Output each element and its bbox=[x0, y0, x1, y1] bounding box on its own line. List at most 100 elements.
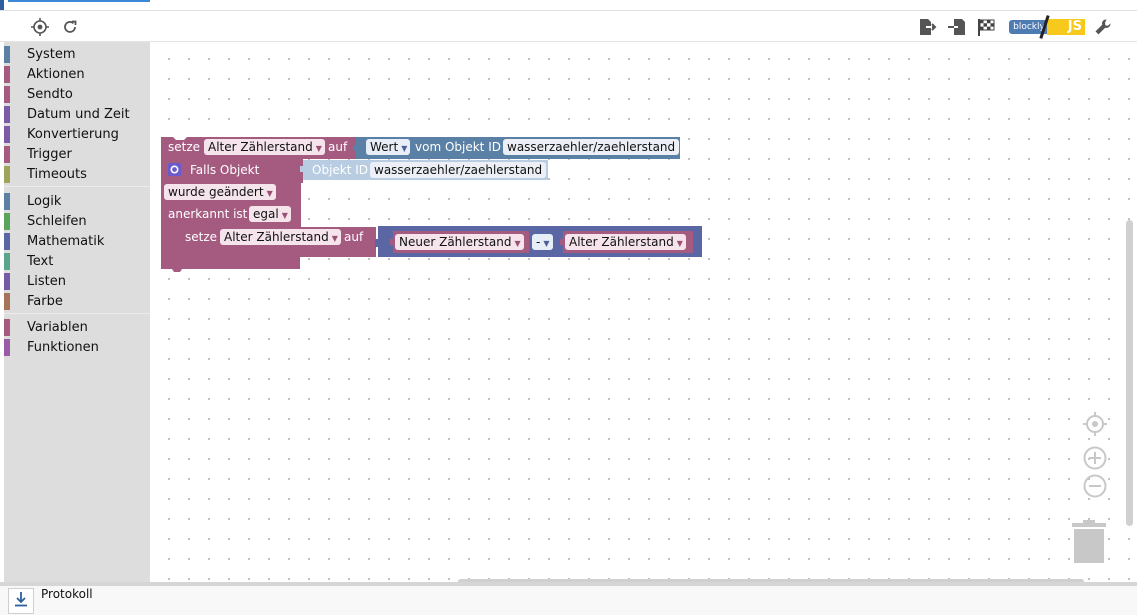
block-shapes bbox=[161, 137, 702, 272]
set2-variable-dropdown[interactable]: Alter Zählerstand▼ bbox=[220, 229, 341, 245]
category-mathematik[interactable]: Mathematik bbox=[4, 232, 150, 250]
category-funktionen[interactable]: Funktionen bbox=[4, 338, 150, 356]
wert-dropdown[interactable]: Wert▼ bbox=[366, 139, 411, 155]
category-color-bar bbox=[4, 105, 10, 123]
category-farbe[interactable]: Farbe bbox=[4, 292, 150, 310]
chevron-down-icon: ▼ bbox=[401, 144, 408, 153]
category-separator bbox=[4, 186, 150, 187]
category-variablen[interactable]: Variablen bbox=[4, 318, 150, 336]
toolbar: blockly JS bbox=[0, 10, 1137, 42]
workspace-vertical-scrollbar[interactable] bbox=[1126, 220, 1133, 526]
category-color-bar bbox=[4, 125, 10, 143]
category-label: Konvertierung bbox=[27, 126, 119, 142]
category-color-bar bbox=[4, 45, 10, 63]
set1-setze-label: setze bbox=[168, 140, 201, 154]
chevron-down-icon: ▼ bbox=[543, 239, 550, 248]
chevron-down-icon: ▼ bbox=[281, 211, 288, 220]
category-datum-und-zeit[interactable]: Datum und Zeit bbox=[4, 105, 150, 123]
import-icon[interactable] bbox=[945, 15, 969, 39]
category-separator bbox=[4, 313, 150, 314]
mode-blockly-label: blockly bbox=[1009, 20, 1049, 34]
wrench-icon[interactable] bbox=[1091, 15, 1115, 39]
category-color-bar bbox=[4, 192, 10, 210]
set2-setze-label: setze bbox=[185, 230, 218, 244]
category-timeouts[interactable]: Timeouts bbox=[4, 165, 150, 183]
object-id-input-1[interactable]: wasserzaehler/zaehlerstand bbox=[503, 139, 680, 155]
category-color-bar bbox=[4, 145, 10, 163]
operator-value: - bbox=[536, 235, 541, 249]
flag-icon[interactable] bbox=[974, 15, 998, 39]
condition-value: wurde geändert bbox=[168, 185, 264, 199]
refresh-icon[interactable] bbox=[58, 15, 82, 39]
anerkannt-label: anerkannt ist bbox=[168, 207, 248, 221]
operator-dropdown[interactable]: -▼ bbox=[532, 234, 553, 250]
download-log-button[interactable] bbox=[8, 588, 34, 614]
toolbox-sidebar: System Aktionen Sendto Datum und Zeit Ko… bbox=[4, 42, 150, 582]
category-label: Variablen bbox=[27, 319, 88, 335]
workspace-horizontal-scrollbar[interactable] bbox=[458, 579, 1084, 584]
mode-js-label: JS bbox=[1047, 19, 1085, 35]
left-variable-value: Neuer Zählerstand bbox=[399, 235, 512, 249]
set1-auf-label: auf bbox=[328, 140, 348, 154]
active-tab-indicator bbox=[8, 0, 150, 2]
trigger-block-nub bbox=[172, 269, 182, 272]
chevron-down-icon: ▼ bbox=[331, 234, 338, 243]
category-label: Mathematik bbox=[27, 233, 105, 249]
category-label: System bbox=[27, 46, 76, 62]
condition-dropdown[interactable]: wurde geändert▼ bbox=[164, 184, 276, 200]
category-schleifen[interactable]: Schleifen bbox=[4, 212, 150, 230]
category-label: Text bbox=[27, 253, 54, 269]
category-sendto[interactable]: Sendto bbox=[4, 85, 150, 103]
export-icon[interactable] bbox=[915, 15, 939, 39]
locate-icon[interactable] bbox=[28, 15, 52, 39]
chevron-down-icon: ▼ bbox=[266, 189, 273, 198]
category-label: Funktionen bbox=[27, 339, 99, 355]
category-color-bar bbox=[4, 85, 10, 103]
anerkannt-value: egal bbox=[253, 207, 279, 221]
category-color-bar bbox=[4, 272, 10, 290]
trash-icon[interactable] bbox=[1071, 520, 1107, 564]
zoom-out-icon[interactable] bbox=[1082, 473, 1108, 499]
anerkannt-dropdown[interactable]: egal▼ bbox=[249, 206, 291, 222]
category-konvertierung[interactable]: Konvertierung bbox=[4, 125, 150, 143]
set2-variable-value: Alter Zählerstand bbox=[224, 230, 329, 244]
chevron-down-icon: ▼ bbox=[315, 144, 322, 153]
right-variable-dropdown[interactable]: Alter Zählerstand▼ bbox=[565, 234, 686, 250]
category-text[interactable]: Text bbox=[4, 252, 150, 270]
category-label: Sendto bbox=[27, 86, 73, 102]
set1-variable-dropdown[interactable]: Alter Zählerstand▼ bbox=[204, 139, 325, 155]
category-color-bar bbox=[4, 318, 10, 336]
chevron-down-icon: ▼ bbox=[514, 239, 521, 248]
mode-toggle[interactable]: blockly JS bbox=[1009, 15, 1085, 39]
wert-value: Wert bbox=[370, 140, 399, 154]
set1-variable-value: Alter Zählerstand bbox=[208, 140, 313, 154]
blockly-workspace[interactable]: setze Alter Zählerstand▼ auf Wert▼ vom O… bbox=[150, 42, 1137, 582]
category-label: Schleifen bbox=[27, 213, 87, 229]
category-label: Timeouts bbox=[27, 166, 87, 182]
trigger-gear-icon[interactable] bbox=[168, 163, 181, 176]
recenter-icon[interactable] bbox=[1082, 411, 1108, 437]
category-color-bar bbox=[4, 212, 10, 230]
category-label: Logik bbox=[27, 193, 62, 209]
category-color-bar bbox=[4, 252, 10, 270]
objekt-id-label: Objekt ID bbox=[312, 163, 369, 177]
log-panel-splitter[interactable] bbox=[0, 582, 1137, 586]
download-icon bbox=[14, 591, 28, 611]
category-color-bar bbox=[4, 165, 10, 183]
top-accent bbox=[0, 0, 4, 10]
trigger-title: Falls Objekt bbox=[190, 163, 260, 177]
category-aktionen[interactable]: Aktionen bbox=[4, 65, 150, 83]
category-label: Aktionen bbox=[27, 66, 85, 82]
object-id-input-2[interactable]: wasserzaehler/zaehlerstand bbox=[370, 162, 547, 178]
category-listen[interactable]: Listen bbox=[4, 272, 150, 290]
category-trigger[interactable]: Trigger bbox=[4, 145, 150, 163]
category-system[interactable]: System bbox=[4, 45, 150, 63]
category-label: Trigger bbox=[27, 146, 72, 162]
set2-auf-label: auf bbox=[344, 230, 364, 244]
zoom-in-icon[interactable] bbox=[1082, 445, 1108, 471]
category-color-bar bbox=[4, 292, 10, 310]
left-variable-dropdown[interactable]: Neuer Zählerstand▼ bbox=[395, 234, 524, 250]
log-label: Protokoll bbox=[41, 587, 93, 601]
category-logik[interactable]: Logik bbox=[4, 192, 150, 210]
